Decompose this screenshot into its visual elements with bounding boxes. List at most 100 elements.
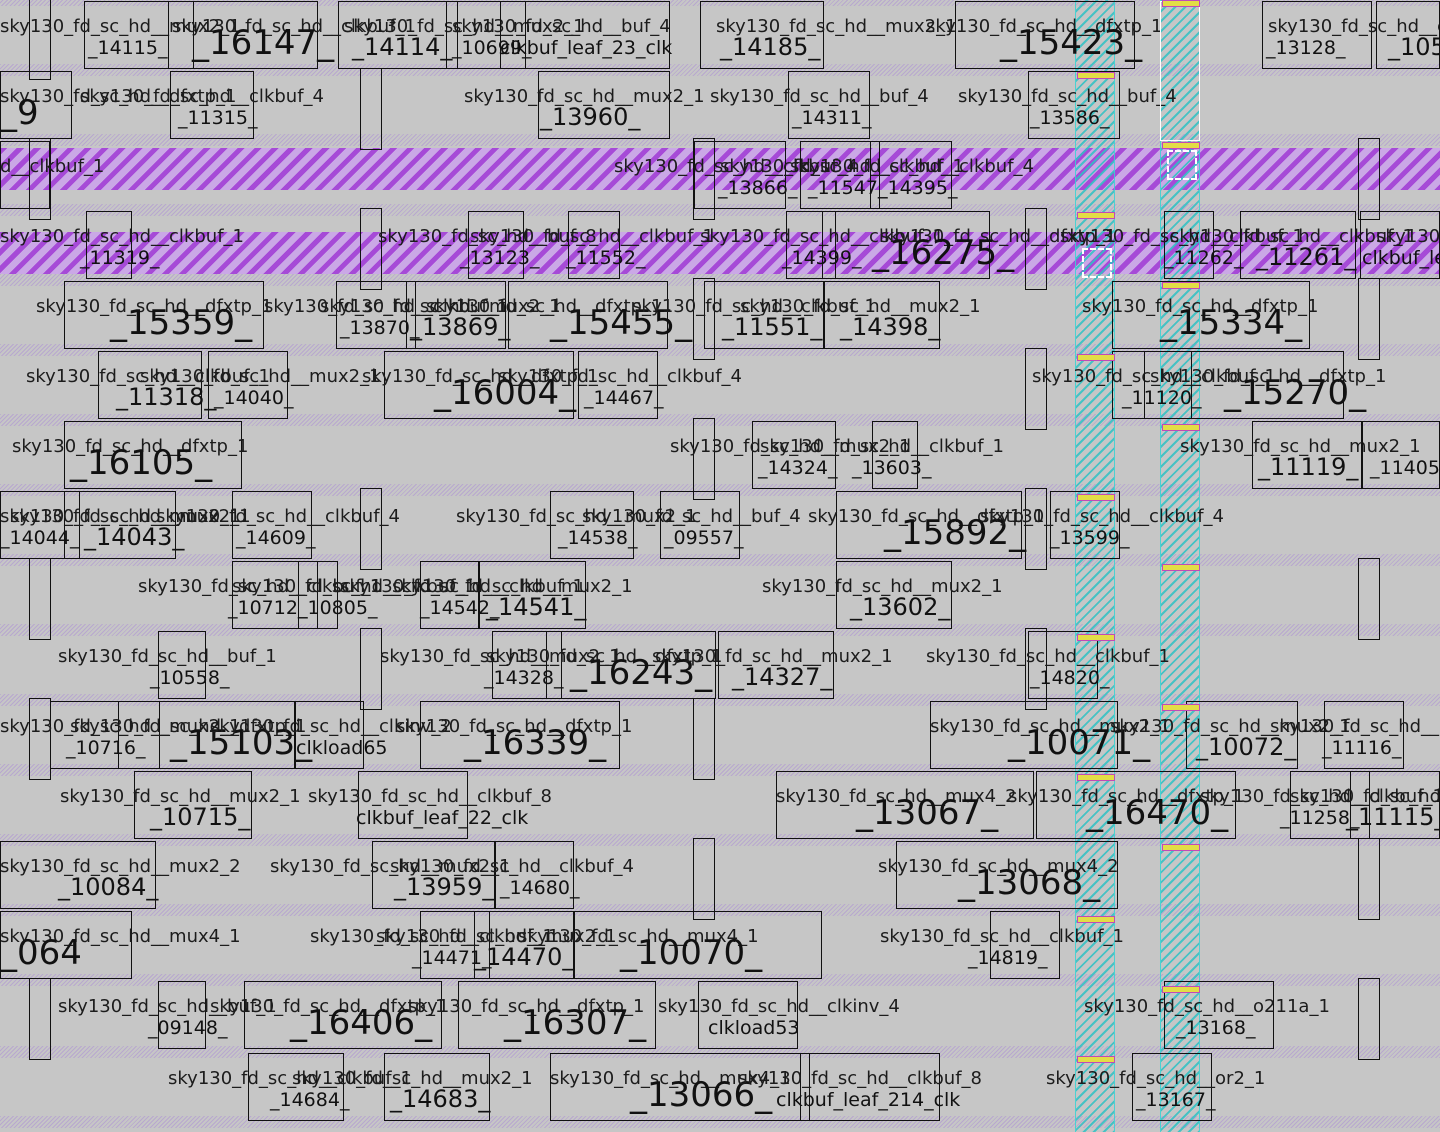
cell-instance-label[interactable]: _14044_	[0, 527, 80, 550]
cell-instance-label[interactable]: _14311_	[792, 107, 872, 130]
cell-instance-label[interactable]: _16243_	[570, 653, 713, 694]
cell-instance-label[interactable]: _11405_	[1370, 457, 1440, 480]
cell-instance-label[interactable]: _13960_	[540, 102, 641, 131]
cell-instance-label[interactable]: _13066_	[630, 1075, 773, 1116]
cell-instance-label[interactable]: _15103_	[170, 723, 313, 764]
cell-instance-label[interactable]: _16339_	[464, 723, 607, 764]
cell-instance-label[interactable]: _15270_	[1224, 373, 1367, 414]
cell-instance-label[interactable]: clkbuf_leaf_214_clk	[776, 1089, 961, 1112]
cell-instance-label[interactable]: _10558_	[150, 667, 230, 690]
cell-instance-label[interactable]: _10072_	[1196, 732, 1297, 761]
cell-instance-label[interactable]: _13869_	[410, 312, 511, 341]
cell-instance-label[interactable]: _14538_	[558, 527, 638, 550]
cell-instance-label[interactable]: _14684_	[270, 1089, 350, 1112]
cell-instance-label[interactable]: _10070_	[620, 933, 763, 974]
cell-instance-label[interactable]: _13870_	[340, 317, 420, 340]
cell-instance-label[interactable]: clkbuf_leaf_23_clk	[500, 37, 673, 60]
cell-instance-label[interactable]: _13603_	[852, 457, 932, 480]
cell-instance-label[interactable]: _10071_	[1008, 723, 1151, 764]
cell-instance-label[interactable]: _14114_	[352, 32, 453, 61]
cell-instance-label[interactable]: _14820_	[1030, 667, 1110, 690]
cell-instance-label[interactable]: _11547_	[808, 177, 888, 200]
cell-instance-label[interactable]: _11119_	[1258, 452, 1359, 481]
cell-instance-label[interactable]: _15359_	[110, 303, 253, 344]
cell-instance-label[interactable]: _15892_	[884, 513, 1027, 554]
cell-instance-label[interactable]: _14327_	[732, 662, 833, 691]
cell-instance-label[interactable]: _16275_	[872, 233, 1015, 274]
cell-instance-label[interactable]: _11262_	[1164, 247, 1244, 270]
cell-instance-label[interactable]: _9	[0, 93, 39, 134]
tap-cell	[29, 698, 51, 780]
cell-instance-label[interactable]: _16307_	[504, 1003, 647, 1044]
cell-outline	[1050, 491, 1120, 559]
cell-instance-label[interactable]: _14185_	[720, 32, 821, 61]
cell-instance-label[interactable]: _14467_	[584, 387, 664, 410]
cell-instance-label[interactable]: _10716_	[66, 737, 146, 760]
cell-instance-label[interactable]: _16004_	[434, 373, 577, 414]
cell-type-label: sky130_fd_sc_hd__mux4_1	[0, 926, 241, 947]
via-marker	[1077, 72, 1115, 79]
cell-instance-label[interactable]: _11315_	[178, 107, 258, 130]
cell-instance-label[interactable]: _16406_	[290, 1003, 433, 1044]
tap-cell	[1358, 278, 1380, 360]
cell-instance-label[interactable]: _14115_	[88, 37, 168, 60]
cell-instance-label[interactable]: _10084_	[58, 872, 159, 901]
cell-instance-label[interactable]: _16470_	[1086, 793, 1229, 834]
cell-instance-label[interactable]: _14043_	[84, 522, 185, 551]
cell-instance-label[interactable]: _10583_	[1388, 32, 1440, 61]
cell-instance-label[interactable]: _13602_	[850, 592, 951, 621]
cell-instance-label[interactable]: _13123_	[460, 247, 540, 270]
cell-instance-label[interactable]: _13168_	[1176, 1017, 1256, 1040]
cell-instance-label[interactable]: _14471_	[412, 947, 492, 970]
cell-instance-label[interactable]: _11120_	[1122, 387, 1202, 410]
cell-instance-label[interactable]: _13067_	[856, 793, 999, 834]
cell-instance-label[interactable]: _14399_	[782, 247, 862, 270]
cell-instance-label[interactable]: _11115_	[1346, 802, 1440, 831]
cell-instance-label[interactable]: _09557_	[664, 527, 744, 550]
cell-instance-label[interactable]: _14819_	[968, 947, 1048, 970]
cell-instance-label[interactable]: _16105_	[70, 443, 213, 484]
cell-instance-label[interactable]: _11551_	[722, 312, 823, 341]
cell-instance-label[interactable]: _14040_	[214, 387, 294, 410]
cell-instance-label[interactable]: _14324_	[758, 457, 838, 480]
cell-instance-label[interactable]: _14683_	[390, 1084, 491, 1113]
cell-instance-label[interactable]: _14328_	[484, 667, 564, 690]
cell-instance-label[interactable]: _13128_	[1266, 37, 1346, 60]
cell-instance-label[interactable]: _13068_	[958, 863, 1101, 904]
cell-instance-label[interactable]: clkload65	[296, 737, 388, 760]
cell-instance-label[interactable]: _14680_	[500, 877, 580, 900]
cell-type-label: sky130_fd_sc_hd__mux2_1	[930, 716, 1171, 737]
cell-instance-label[interactable]: clkbuf_leaf	[1362, 247, 1440, 270]
cell-instance-label[interactable]: _14395_	[878, 177, 958, 200]
cell-instance-label[interactable]: _13167_	[1136, 1089, 1216, 1112]
cell-instance-label[interactable]: _14541_	[486, 592, 587, 621]
cell-instance-label[interactable]: _11319_	[80, 247, 160, 270]
cell-instance-label[interactable]: _13599_	[1050, 527, 1130, 550]
cell-instance-label[interactable]: _10805_	[298, 597, 378, 620]
cell-outline	[700, 1, 824, 69]
cell-instance-label[interactable]: _16147_	[192, 23, 335, 64]
cell-instance-label[interactable]: _10715_	[150, 802, 251, 831]
cell-instance-label[interactable]: _14470_	[474, 942, 575, 971]
cell-instance-label[interactable]: _13959_	[394, 872, 495, 901]
cell-instance-label[interactable]: _10699_	[452, 37, 532, 60]
cell-instance-label[interactable]: _11258_	[1280, 807, 1360, 830]
cell-instance-label[interactable]: _13586_	[1030, 107, 1110, 130]
cell-instance-label[interactable]: _11116_	[1322, 737, 1402, 760]
cell-instance-label[interactable]: _14542_	[420, 597, 500, 620]
cell-instance-label[interactable]: _13866_	[718, 177, 798, 200]
cell-instance-label[interactable]: _14398_	[840, 312, 941, 341]
cell-instance-label[interactable]: _15455_	[550, 303, 693, 344]
cell-instance-label[interactable]: _15423_	[1000, 23, 1143, 64]
cell-instance-label[interactable]: _11552_	[566, 247, 646, 270]
cell-instance-label[interactable]: clkload53	[708, 1017, 800, 1040]
cell-instance-label[interactable]: _11318_	[116, 382, 217, 411]
cell-instance-label[interactable]: _064	[0, 933, 82, 974]
cell-instance-label[interactable]: _10712_	[228, 597, 308, 620]
cell-instance-label[interactable]: _15334_	[1160, 303, 1303, 344]
cell-instance-label[interactable]: clkbuf_leaf_22_clk	[356, 807, 529, 830]
cell-instance-label[interactable]: _14609_	[236, 527, 316, 550]
cell-instance-label[interactable]: _11261_	[1256, 242, 1357, 271]
cell-instance-label[interactable]: _09148_	[148, 1017, 228, 1040]
